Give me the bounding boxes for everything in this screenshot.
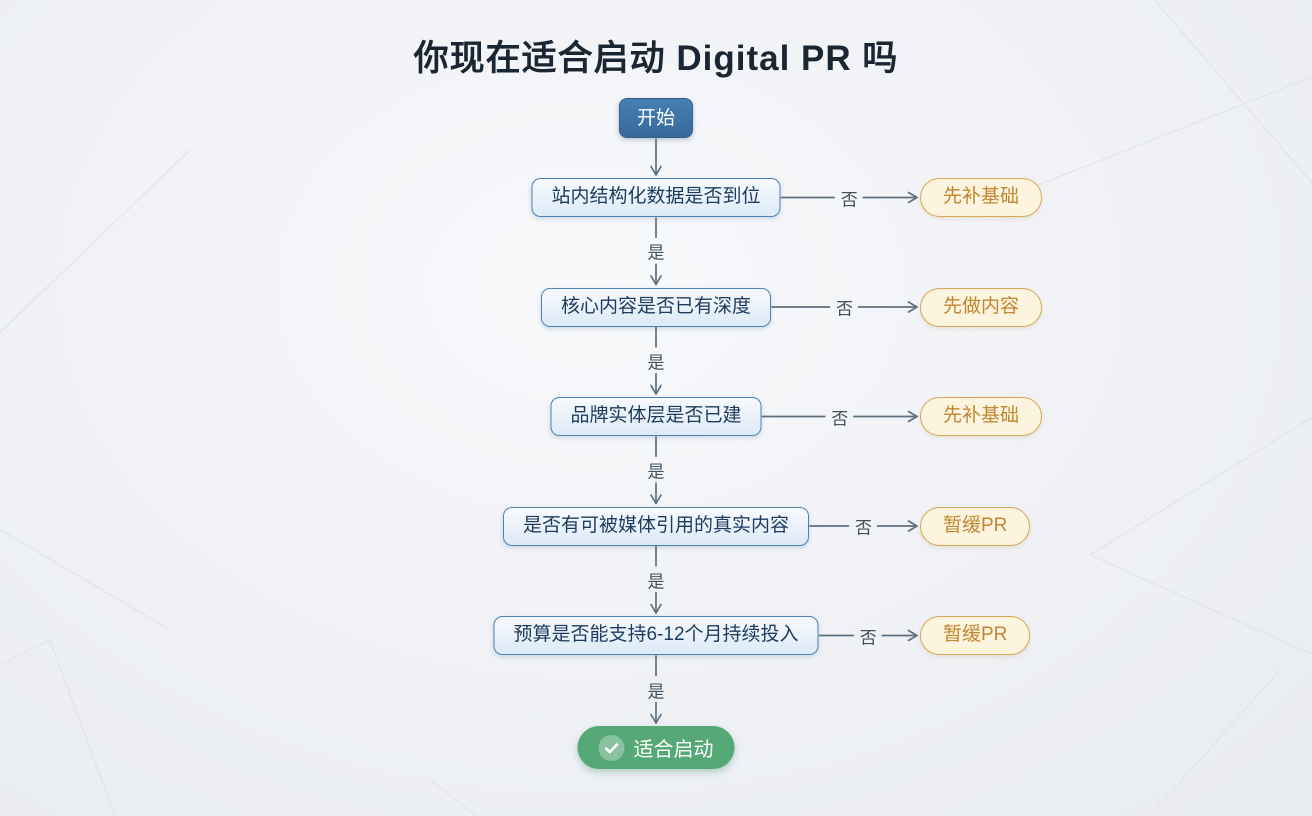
edge-label: 是 (647, 353, 665, 373)
fallback-node: 先做内容 (920, 287, 1043, 327)
decision-node: 是否有可被媒体引用的真实内容 (502, 506, 810, 546)
edge-label: 是 (647, 243, 665, 263)
fallback-node: 先补基础 (920, 397, 1043, 436)
decision-node: 预算是否能支持6-12个月持续投入 (493, 616, 819, 655)
edge-label: 否 (831, 409, 849, 428)
edge-label: 否 (855, 518, 872, 538)
edge-label: 否 (840, 190, 858, 209)
fallback-node: 暂缓PR (920, 506, 1031, 546)
decision-node: 站内结构化数据是否到位 (531, 178, 781, 217)
start-node: 开始 (618, 98, 694, 138)
edge-label: 否 (859, 628, 877, 647)
fallback-node: 暂缓PR (920, 616, 1031, 655)
fallback-node: 先补基础 (920, 178, 1043, 217)
check-circle-icon (598, 734, 625, 761)
decision-node: 品牌实体层是否已建 (550, 397, 762, 436)
edge-label: 是 (647, 462, 665, 482)
result-node: 适合启动 (577, 726, 735, 769)
result-label: 适合启动 (633, 739, 714, 761)
edge-label: 是 (647, 682, 665, 701)
edge-label: 否 (836, 299, 853, 319)
decision-node: 核心内容是否已有深度 (540, 287, 772, 327)
diagram-title: 你现在适合启动 Digital PR 吗 (413, 39, 899, 78)
edge-label: 是 (647, 572, 665, 592)
